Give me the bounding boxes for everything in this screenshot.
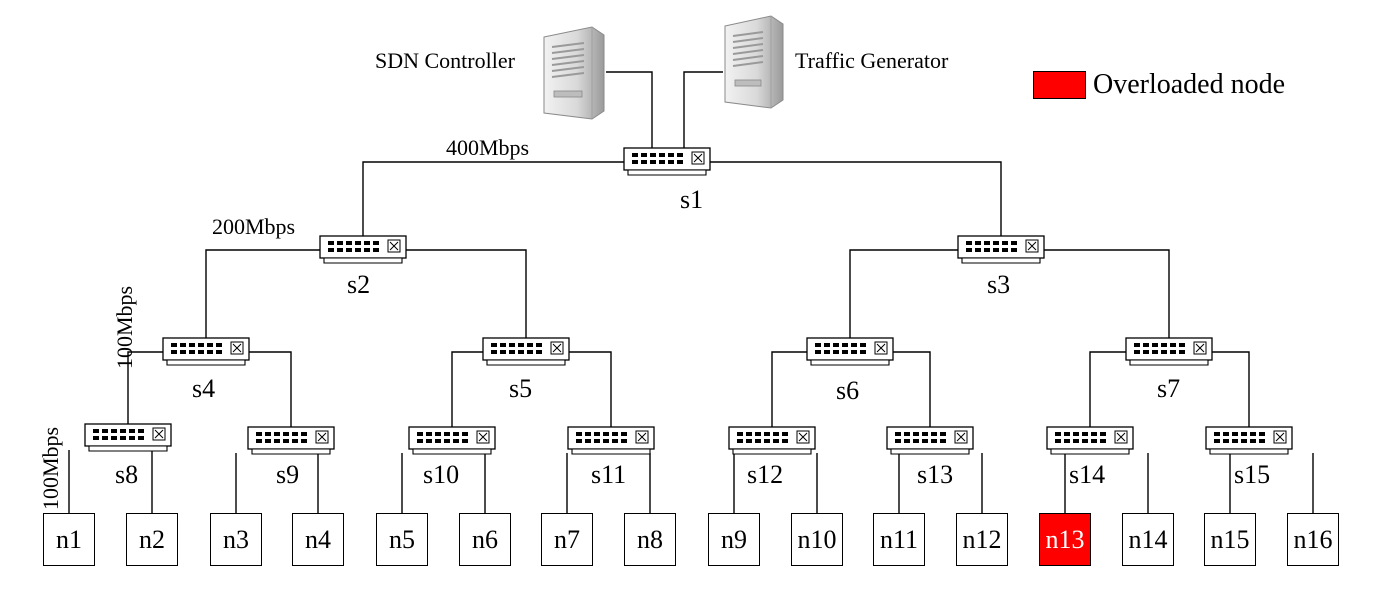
link-s6-s13	[893, 351, 931, 427]
switch-label-s12: s12	[747, 460, 784, 489]
legend-swatch	[1033, 71, 1086, 99]
link-s7-s14	[1089, 351, 1126, 427]
node-box: n14	[1122, 513, 1174, 566]
node-box: n16	[1287, 513, 1339, 566]
node-box: n11	[873, 513, 925, 566]
node-box: n6	[459, 513, 511, 566]
node-box: n12	[956, 513, 1008, 566]
node-box: n8	[624, 513, 676, 566]
switch-icon	[482, 337, 570, 366]
switch-icon	[567, 426, 655, 455]
node-box: n3	[210, 513, 262, 566]
node-box-overloaded: n13	[1039, 513, 1091, 566]
node-box: n15	[1204, 513, 1256, 566]
switch-label-s14: s14	[1069, 460, 1106, 489]
link-generator-s1	[683, 71, 723, 148]
link-s2-s4	[205, 249, 320, 338]
node-box: n7	[541, 513, 593, 566]
switch-icon	[728, 426, 816, 455]
link-controller-s1	[606, 71, 653, 148]
switch-label-s8: s8	[115, 460, 139, 489]
switch-icon	[1046, 426, 1134, 455]
switch-label-s6: s6	[836, 376, 860, 405]
switch-icon	[162, 337, 250, 366]
switch-icon	[84, 423, 172, 452]
switch-icon	[806, 337, 894, 366]
link-label-100mbps-lower: 100Mbps	[38, 426, 63, 510]
link-s4-s9	[249, 351, 292, 427]
switch-icon	[623, 147, 711, 176]
node-box: n10	[791, 513, 843, 566]
switch-icon	[886, 426, 974, 455]
switch-label-s15: s15	[1234, 460, 1271, 489]
link-s3-s7	[1044, 249, 1170, 338]
switch-label-s5: s5	[509, 374, 533, 403]
server-icon	[543, 26, 605, 120]
link-s4-s8	[127, 351, 163, 424]
link-s7-s15	[1212, 351, 1250, 427]
switch-label-s1: s1	[680, 185, 704, 214]
link-label-200mbps: 200Mbps	[212, 214, 296, 239]
link-s3-s6	[849, 249, 958, 338]
link-s1-s2	[362, 161, 624, 236]
switch-label-s10: s10	[423, 460, 460, 489]
switch-label-s2: s2	[347, 270, 371, 299]
switch-icon	[319, 235, 407, 264]
switch-label-s3: s3	[987, 270, 1011, 299]
link-s6-s12	[771, 351, 807, 427]
switch-label-s4: s4	[192, 374, 216, 403]
sdn-controller-label: SDN Controller	[375, 48, 515, 73]
server-icon	[724, 15, 784, 109]
node-box: n9	[708, 513, 760, 566]
node-box: n2	[126, 513, 178, 566]
switch-label-s13: s13	[917, 460, 954, 489]
link-label-100mbps-upper: 100Mbps	[112, 285, 137, 369]
link-s1-s3	[710, 161, 1002, 236]
switch-label-s11: s11	[591, 460, 627, 489]
legend-label: Overloaded node	[1093, 69, 1286, 100]
link-lines	[68, 71, 1314, 513]
switch-icon	[1205, 426, 1293, 455]
switch-label-s9: s9	[276, 460, 300, 489]
switch-icon	[957, 235, 1045, 264]
node-box: n5	[376, 513, 428, 566]
link-label-400mbps: 400Mbps	[446, 135, 530, 160]
link-s5-s10	[451, 351, 483, 427]
traffic-generator-label: Traffic Generator	[795, 48, 949, 73]
switch-icon	[1125, 337, 1213, 366]
switch-label-s7: s7	[1157, 374, 1181, 403]
link-s2-s5	[406, 249, 527, 338]
link-s5-s11	[569, 351, 612, 427]
node-box: n1	[43, 513, 95, 566]
node-box: n4	[292, 513, 344, 566]
switch-icon	[408, 426, 496, 455]
switch-icon	[247, 426, 335, 455]
